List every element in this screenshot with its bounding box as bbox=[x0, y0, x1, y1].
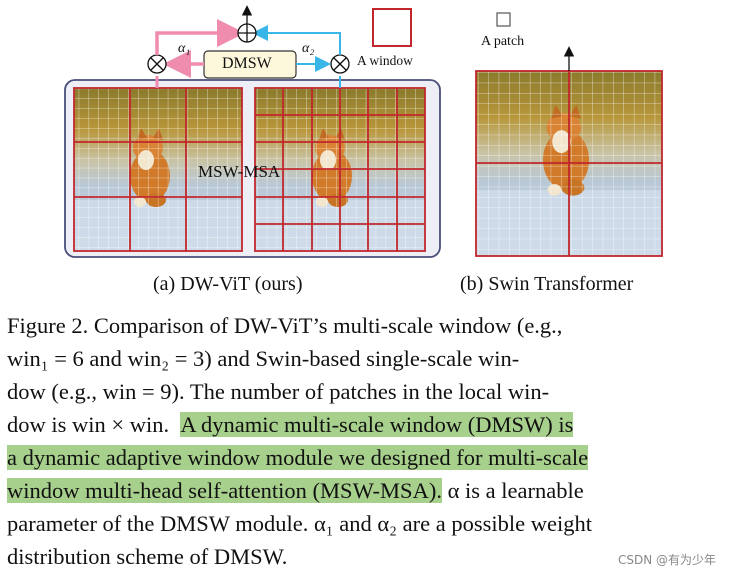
caption-line-8: distribution scheme of DMSW. bbox=[7, 544, 288, 569]
caption-line-4-plain: dow is win × win. bbox=[7, 412, 170, 437]
dwvit-image-left bbox=[73, 87, 243, 252]
window-legend-label: A window bbox=[357, 53, 413, 68]
caption-line-6: window multi-head self-attention (MSW-MS… bbox=[7, 474, 723, 507]
subcaption-a: (a) DW-ViT (ours) bbox=[153, 273, 303, 295]
caption-line-7: parameter of the DMSW module. α₁ and α₂ … bbox=[7, 511, 592, 536]
swin-image bbox=[475, 70, 663, 257]
dmsw-label: DMSW bbox=[222, 55, 272, 72]
caption-line-1: Figure 2. Comparison of DW-ViT’s multi-s… bbox=[7, 313, 563, 338]
multiply-node-left bbox=[147, 54, 167, 74]
window-legend-icon bbox=[372, 8, 412, 47]
dwvit-image-right bbox=[254, 87, 426, 252]
caption-line-5: a dynamic adaptive window module we desi… bbox=[7, 441, 723, 474]
patch-legend-label: A patch bbox=[481, 34, 525, 49]
caption-highlight-2: a dynamic adaptive window module we desi… bbox=[7, 445, 589, 470]
multiply-node-right bbox=[330, 54, 350, 74]
watermark: CSDN @有为少年 bbox=[617, 553, 716, 567]
alpha1-label: α₁ bbox=[178, 41, 191, 56]
alpha2-label: α₂ bbox=[302, 41, 315, 56]
mswmsa-label: MSW-MSA bbox=[198, 162, 281, 181]
caption-line-4: dow is win × win. A dynamic multi-scale … bbox=[7, 408, 723, 441]
caption-line-2: win₁ = 6 and win₂ = 3) and Swin-based si… bbox=[7, 346, 520, 371]
patch-legend-icon bbox=[496, 12, 511, 27]
figure-diagram bbox=[64, 5, 663, 258]
caption-highlight-1: A dynamic multi-scale window (DMSW) is bbox=[180, 412, 574, 437]
subcaption-b: (b) Swin Transformer bbox=[460, 273, 634, 295]
figure-caption: Figure 2. Comparison of DW-ViT’s multi-s… bbox=[7, 309, 723, 573]
caption-highlight-3: window multi-head self-attention (MSW-MS… bbox=[7, 478, 442, 503]
sum-node bbox=[237, 23, 257, 43]
caption-line-3: dow (e.g., win = 9). The number of patch… bbox=[7, 379, 550, 404]
caption-line-6-plain: α is a learnable bbox=[441, 478, 584, 503]
